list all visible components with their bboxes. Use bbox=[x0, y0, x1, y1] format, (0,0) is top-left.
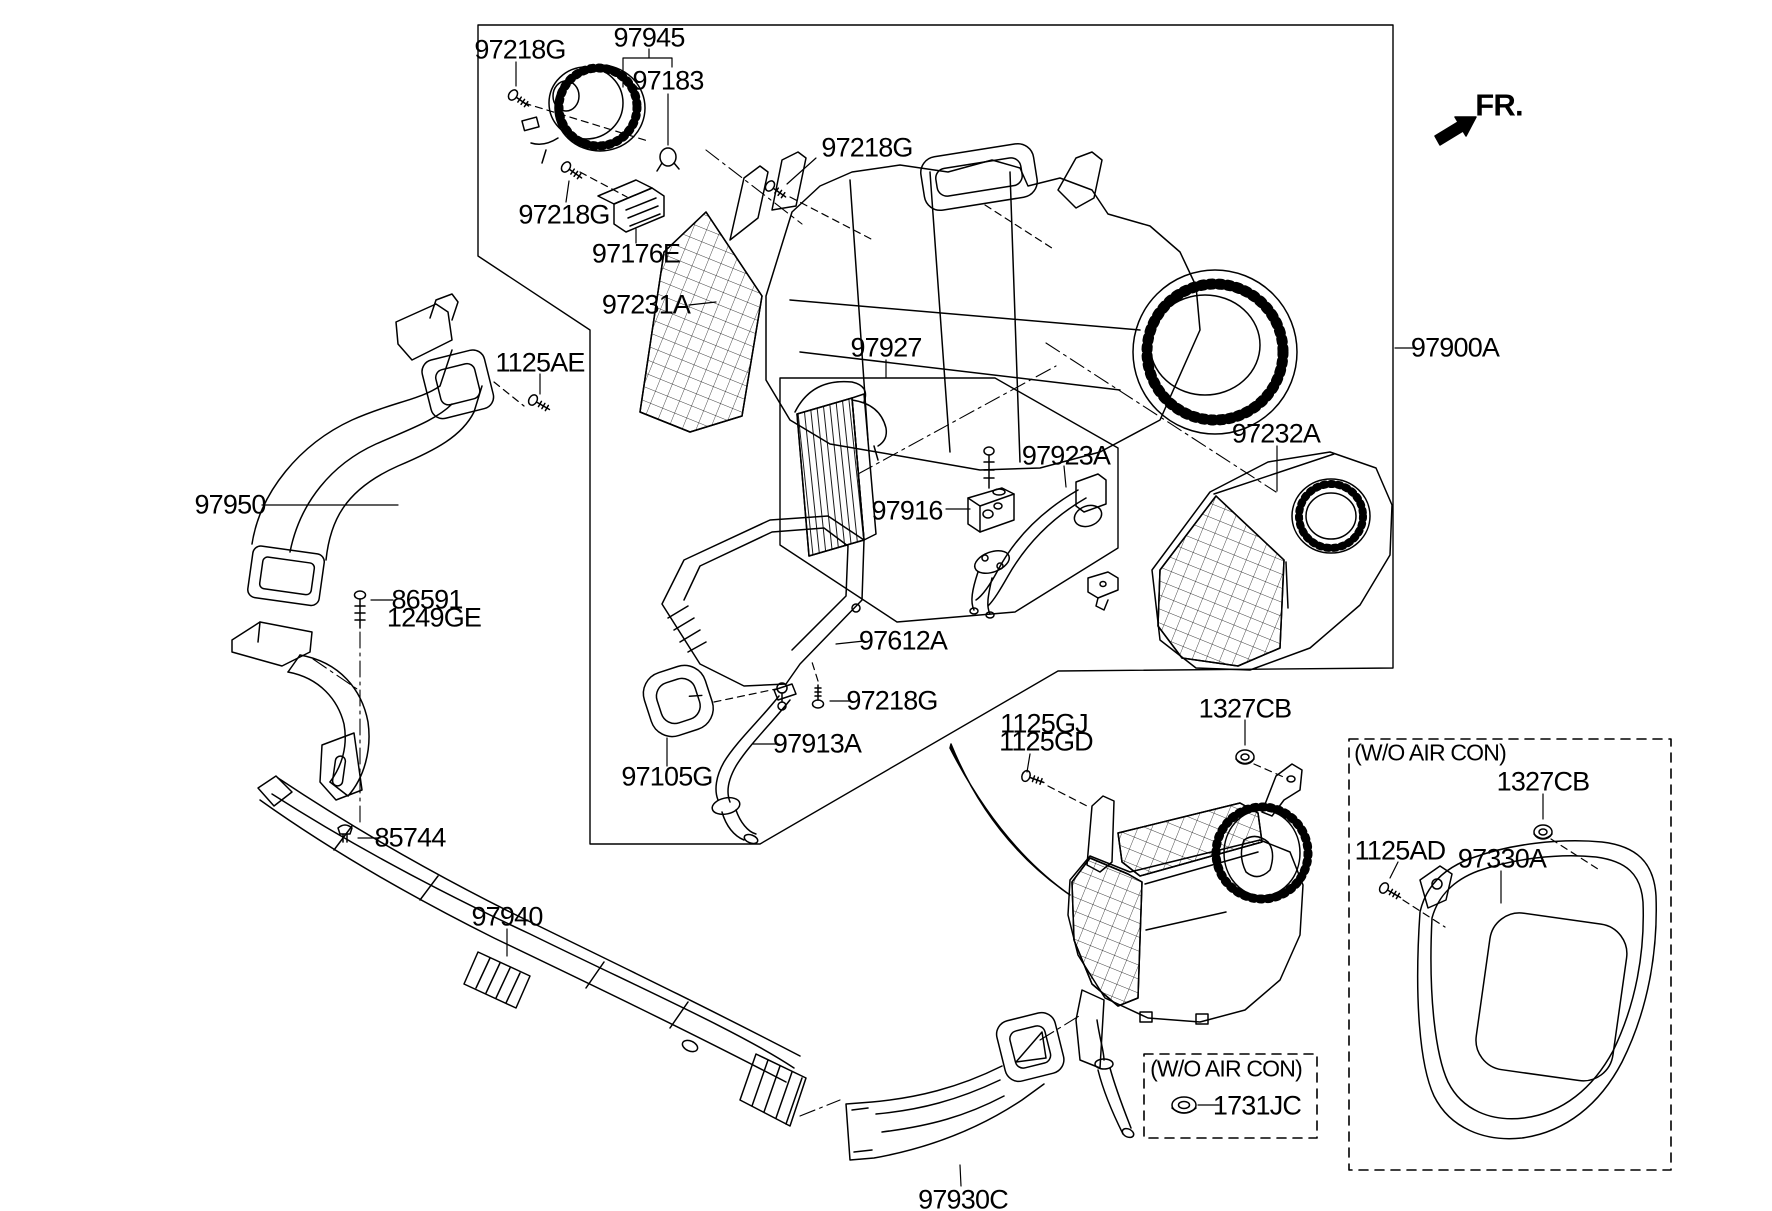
dash-dot-projection-lines bbox=[312, 149, 1277, 1117]
fr-direction-arrow-icon bbox=[1434, 116, 1477, 146]
wo-air-con-box-small bbox=[1143, 1053, 1318, 1139]
wo-air-con-box-right bbox=[1348, 738, 1672, 1171]
blower-gasket-drawing bbox=[920, 142, 1038, 212]
drain-pan-drawing bbox=[661, 515, 865, 711]
drain-hose-drawing bbox=[711, 683, 797, 845]
blower-motor-drawing bbox=[521, 63, 646, 164]
cover-97232a-drawing bbox=[1151, 451, 1393, 671]
assembly-box-97927-outline bbox=[779, 377, 1119, 623]
leader-lines bbox=[261, 48, 1544, 1187]
screw-97218g-1 bbox=[505, 87, 533, 112]
dashed-install-lines bbox=[493, 102, 1602, 928]
screw-1125ad bbox=[1377, 880, 1404, 904]
rear-unit-drawing bbox=[1067, 763, 1313, 1139]
screw-97218g-3 bbox=[558, 159, 586, 184]
screw-97218g-4 bbox=[811, 684, 825, 709]
clamp-97183 bbox=[656, 147, 680, 172]
expansion-valve-drawing bbox=[967, 446, 1015, 533]
duct-97950-drawing bbox=[247, 293, 495, 607]
resistor-drawing bbox=[597, 179, 665, 233]
fastener-icons bbox=[337, 87, 1553, 1114]
pipe-assembly-drawing bbox=[969, 473, 1119, 619]
rear-duct-97930c-drawing bbox=[845, 1011, 1065, 1161]
nut-1327cb-2 bbox=[1533, 824, 1553, 840]
screw-1125ae bbox=[526, 392, 553, 416]
grommet-1731jc bbox=[1171, 1096, 1197, 1114]
nut-1327cb-1 bbox=[1235, 749, 1255, 765]
screw-97218g-2 bbox=[762, 178, 790, 203]
heater-case-drawing bbox=[639, 151, 1298, 471]
swoosh-mark bbox=[949, 743, 1071, 896]
duct-elbow-drawing bbox=[231, 621, 370, 801]
cover-97330a-drawing bbox=[1416, 840, 1657, 1140]
screw-1125gj bbox=[1019, 768, 1047, 789]
assembly-box-97900a-outline bbox=[477, 24, 1394, 845]
screw-86591 bbox=[353, 590, 367, 629]
floor-duct-97940-drawing bbox=[257, 775, 807, 1127]
seal-ring-97105g-drawing bbox=[642, 664, 714, 738]
